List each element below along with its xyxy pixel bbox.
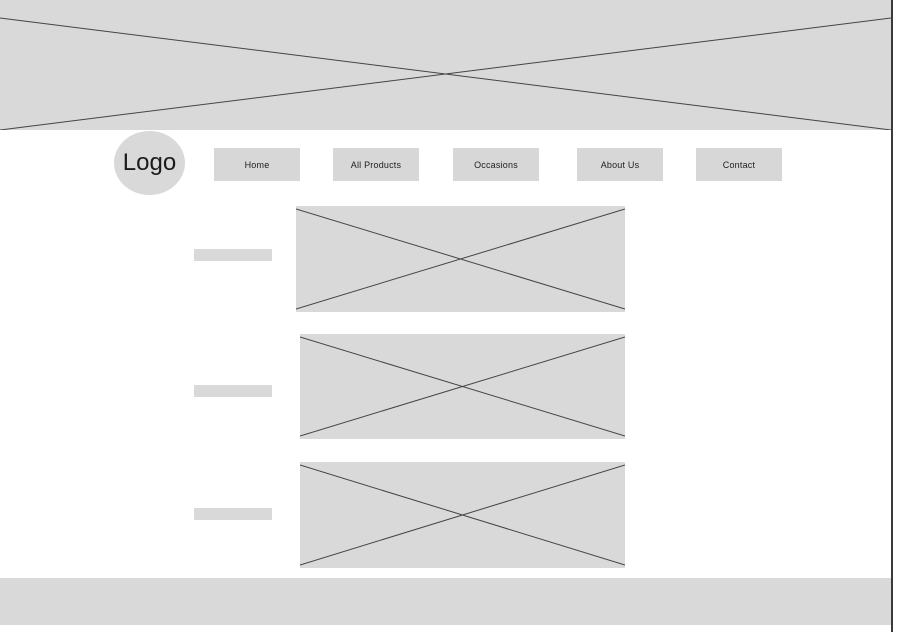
hero-banner-image-placeholder — [0, 0, 891, 130]
placeholder-cross-icon — [296, 206, 625, 312]
nav-item-home[interactable]: Home — [214, 148, 300, 181]
nav-item-occasions[interactable]: Occasions — [453, 148, 539, 181]
nav-item-label: Occasions — [474, 159, 518, 170]
content-row-image-placeholder — [300, 334, 625, 439]
logo-label: Logo — [122, 149, 177, 176]
nav-item-label: About Us — [600, 159, 640, 170]
content-row-image-placeholder — [300, 462, 625, 568]
site-footer — [0, 578, 891, 625]
placeholder-cross-icon — [300, 334, 625, 439]
content-row-label-placeholder — [194, 385, 272, 397]
nav-item-label: Home — [244, 159, 270, 170]
content-row-label-placeholder — [194, 249, 272, 261]
hero-placeholder-cross-icon — [0, 0, 891, 130]
content-row-label-placeholder — [194, 508, 272, 520]
nav-item-contact[interactable]: Contact — [696, 148, 782, 181]
placeholder-cross-icon — [300, 462, 625, 568]
content-row-image-placeholder — [296, 206, 625, 312]
nav-item-about-us[interactable]: About Us — [577, 148, 663, 181]
nav-item-label: Contact — [722, 159, 756, 170]
nav-item-all-products[interactable]: All Products — [333, 148, 419, 181]
logo[interactable]: Logo — [114, 131, 185, 195]
nav-item-label: All Products — [350, 159, 402, 170]
page-right-border — [891, 0, 893, 632]
